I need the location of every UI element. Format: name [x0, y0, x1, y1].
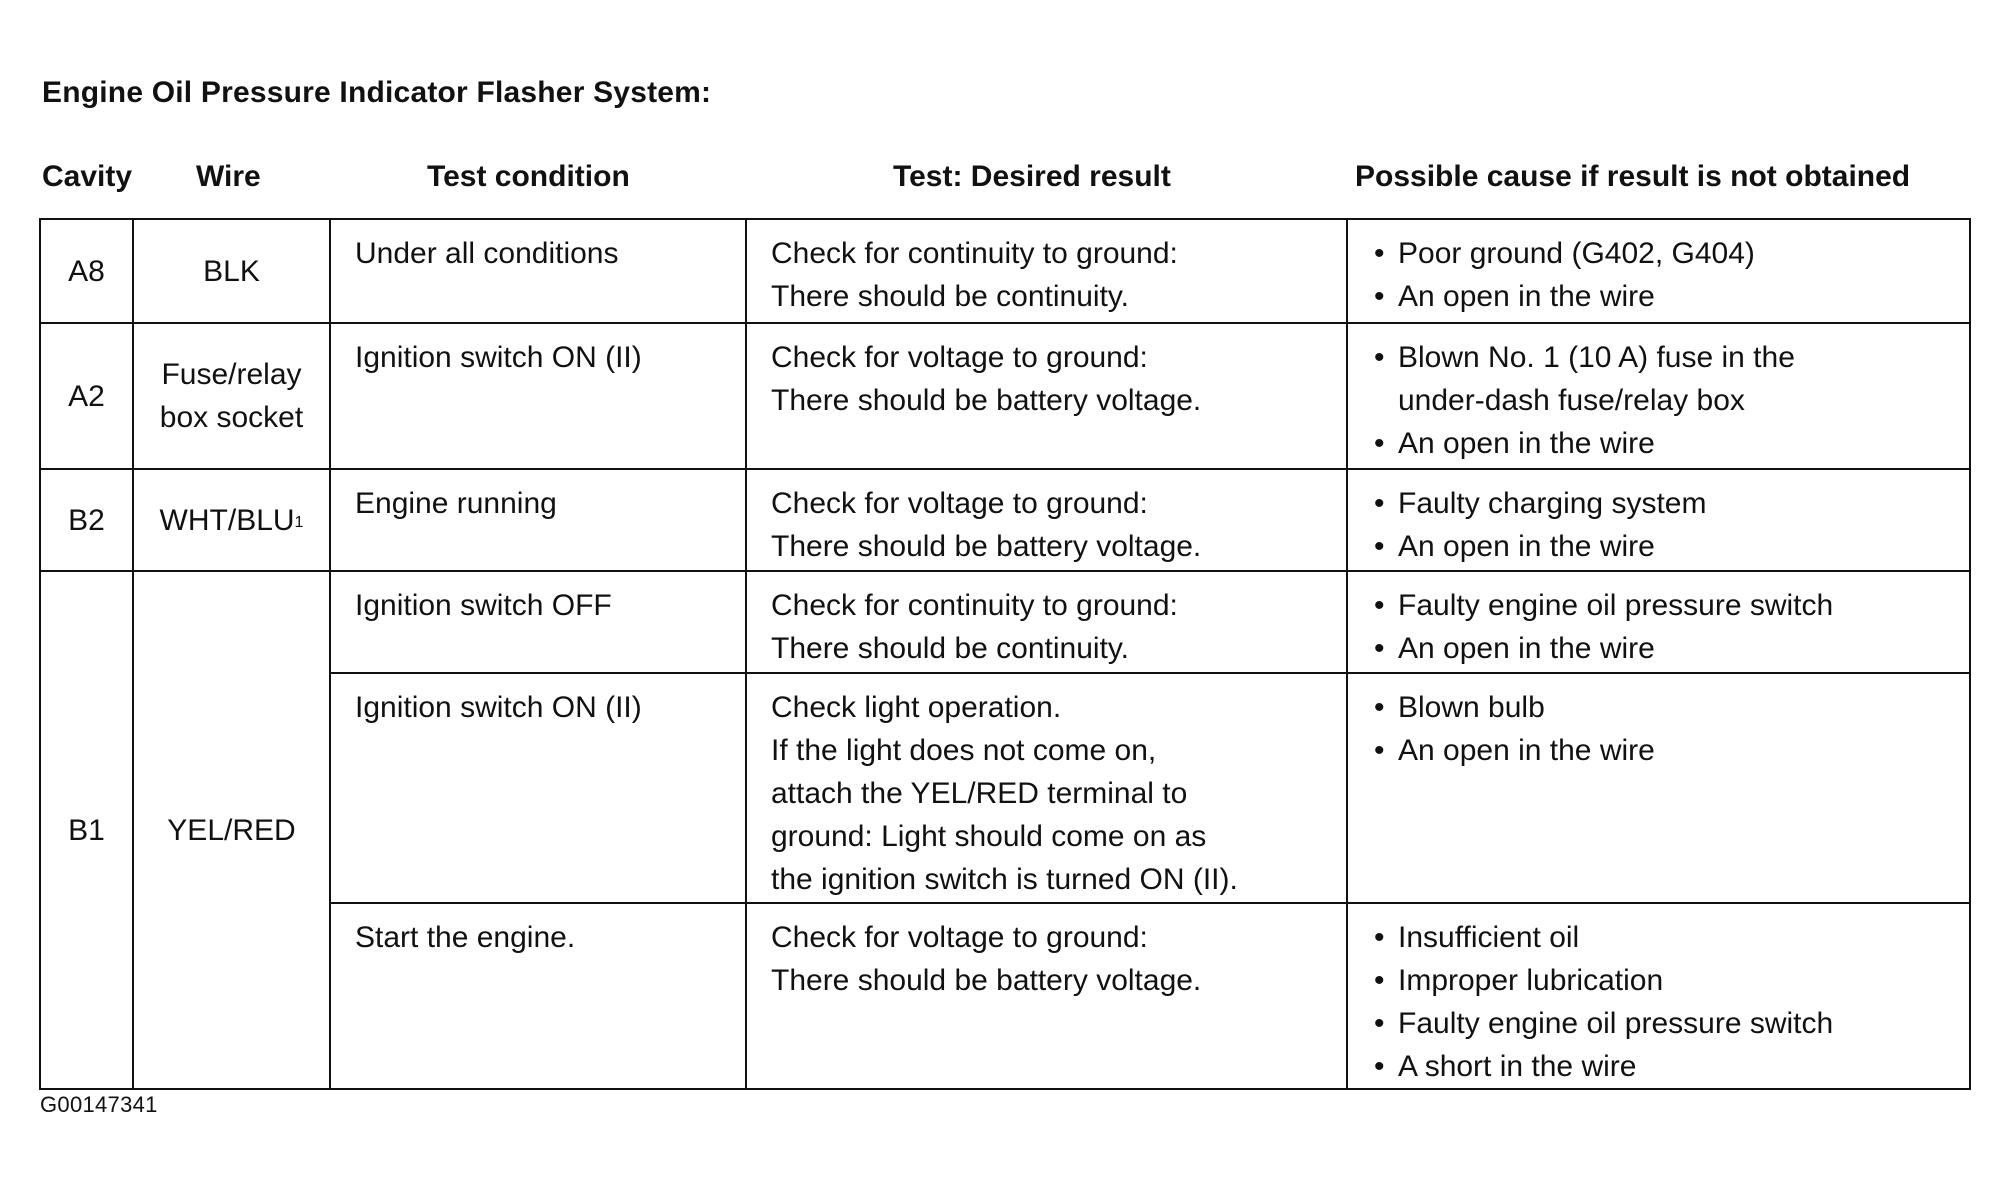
wire-cell: Fuse/relay box socket — [132, 322, 331, 470]
wire-cell: BLK — [132, 218, 331, 324]
cause-item: Poor ground (G402, G404) — [1374, 232, 1957, 275]
cause-item: Improper lubrication — [1374, 959, 1957, 1002]
result-cell: Check for continuity to ground: There sh… — [745, 570, 1348, 674]
cause-item: An open in the wire — [1374, 422, 1957, 465]
cause-item: Blown bulb — [1374, 686, 1957, 729]
cavity-cell: A2 — [39, 322, 134, 470]
condition-cell: Under all conditions — [329, 218, 747, 324]
cavity-cell: A8 — [39, 218, 134, 324]
table-row: A2 Fuse/relay box socket Ignition switch… — [39, 322, 1971, 470]
result-line: attach the YEL/RED terminal to — [771, 777, 1188, 810]
cause-item: An open in the wire — [1374, 525, 1957, 568]
condition-text: Engine running — [355, 487, 557, 520]
result-cell: Check for voltage to ground: There shoul… — [745, 468, 1348, 572]
result-line: Check for voltage to ground: — [771, 341, 1148, 374]
cause-item: Faulty engine oil pressure switch — [1374, 1002, 1957, 1045]
condition-text: Start the engine. — [355, 921, 576, 954]
wire-line: WHT/BLU1 — [140, 499, 323, 542]
cavity-cell: B2 — [39, 468, 134, 572]
wire-line: BLK — [203, 254, 260, 288]
result-line: There should be battery voltage. — [771, 384, 1202, 417]
table-row: A8 BLK Under all conditions Check for co… — [39, 218, 1971, 324]
condition-text: Under all conditions — [355, 237, 619, 270]
table-row: B2 WHT/BLU1 Engine running Check for vol… — [39, 468, 1971, 572]
table-row: Ignition switch ON (II) Check light oper… — [40, 672, 1971, 904]
cause-cell: Blown bulb An open in the wire — [1346, 672, 1971, 904]
table-row: B1 YEL/RED Ignition switch OFF Check for… — [39, 570, 1971, 1090]
cause-cell: Poor ground (G402, G404) An open in the … — [1346, 218, 1971, 324]
wire-line: box socket — [159, 401, 304, 434]
condition-cell: Engine running — [329, 468, 747, 572]
result-line: Check for continuity to ground: — [771, 589, 1178, 622]
result-line: If the light does not come on, — [771, 734, 1157, 767]
wire-cell: YEL/RED — [132, 570, 331, 1090]
result-cell: Check for voltage to ground: There shoul… — [745, 322, 1348, 470]
cause-cell: Faulty charging system An open in the wi… — [1346, 468, 1971, 572]
wire-value: WHT/BLU — [159, 503, 295, 537]
page-title: Engine Oil Pressure Indicator Flasher Sy… — [42, 76, 712, 109]
wire-line: Fuse/relay — [161, 358, 302, 391]
result-line: Check for continuity to ground: — [771, 237, 1178, 270]
result-cell: Check light operation. If the light does… — [745, 672, 1348, 904]
condition-text: Ignition switch ON (II) — [355, 691, 642, 724]
cause-item: An open in the wire — [1374, 275, 1957, 318]
cause-cell: Insufficient oil Improper lubrication Fa… — [1346, 902, 1971, 1090]
result-line: ground: Light should come on as — [771, 820, 1207, 853]
result-cell: Check for continuity to ground: There sh… — [745, 218, 1348, 324]
table-row: Start the engine. Check for voltage to g… — [40, 902, 1971, 1090]
cavity-value: A2 — [68, 379, 105, 413]
result-line: Check for voltage to ground: — [771, 921, 1148, 954]
header-test-condition: Test condition — [427, 160, 630, 193]
wire-cell: WHT/BLU1 — [132, 468, 331, 572]
result-line: There should be battery voltage. — [771, 964, 1202, 997]
cavity-value: A8 — [68, 254, 105, 288]
result-line: There should be continuity. — [771, 280, 1129, 313]
result-line: There should be battery voltage. — [771, 530, 1202, 563]
cause-item: Insufficient oil — [1374, 916, 1957, 959]
cause-item-continuation: under-dash fuse/relay box — [1398, 384, 1745, 417]
figure-code: G00147341 — [40, 1092, 158, 1117]
cause-item: An open in the wire — [1374, 729, 1957, 772]
cause-item: Faulty charging system — [1374, 482, 1957, 525]
condition-cell: Ignition switch OFF — [329, 570, 747, 674]
condition-cell: Ignition switch ON (II) — [329, 322, 747, 470]
result-line: Check for voltage to ground: — [771, 487, 1148, 520]
header-possible-cause: Possible cause if result is not obtained — [1355, 160, 1911, 193]
condition-cell: Start the engine. — [329, 902, 747, 1090]
cause-item: Faulty engine oil pressure switch — [1374, 584, 1957, 627]
header-desired-result: Test: Desired result — [893, 160, 1171, 193]
table-header-row: Cavity Wire Test condition Test: Desired… — [0, 160, 1996, 210]
cavity-value: B1 — [68, 813, 105, 847]
cause-item: An open in the wire — [1374, 627, 1957, 670]
header-cavity: Cavity — [42, 160, 133, 193]
cavity-cell: B1 — [39, 570, 134, 1090]
condition-text: Ignition switch ON (II) — [355, 341, 642, 374]
result-line: the ignition switch is turned ON (II). — [771, 863, 1238, 896]
cause-cell: Faulty engine oil pressure switch An ope… — [1346, 570, 1971, 674]
cause-cell: Blown No. 1 (10 A) fuse in the under-das… — [1346, 322, 1971, 470]
result-cell: Check for voltage to ground: There shoul… — [745, 902, 1348, 1090]
cavity-value: B2 — [68, 503, 105, 537]
result-line: Check light operation. — [771, 691, 1062, 724]
result-line: There should be continuity. — [771, 632, 1129, 665]
condition-cell: Ignition switch ON (II) — [329, 672, 747, 904]
condition-text: Ignition switch OFF — [355, 589, 612, 622]
cause-item: Blown No. 1 (10 A) fuse in the — [1374, 336, 1957, 379]
test-table: A8 BLK Under all conditions Check for co… — [39, 218, 1971, 1090]
cause-item: A short in the wire — [1374, 1045, 1957, 1088]
header-wire: Wire — [196, 160, 261, 193]
wire-footnote-marker: 1 — [294, 513, 304, 531]
wire-line: YEL/RED — [167, 813, 296, 847]
